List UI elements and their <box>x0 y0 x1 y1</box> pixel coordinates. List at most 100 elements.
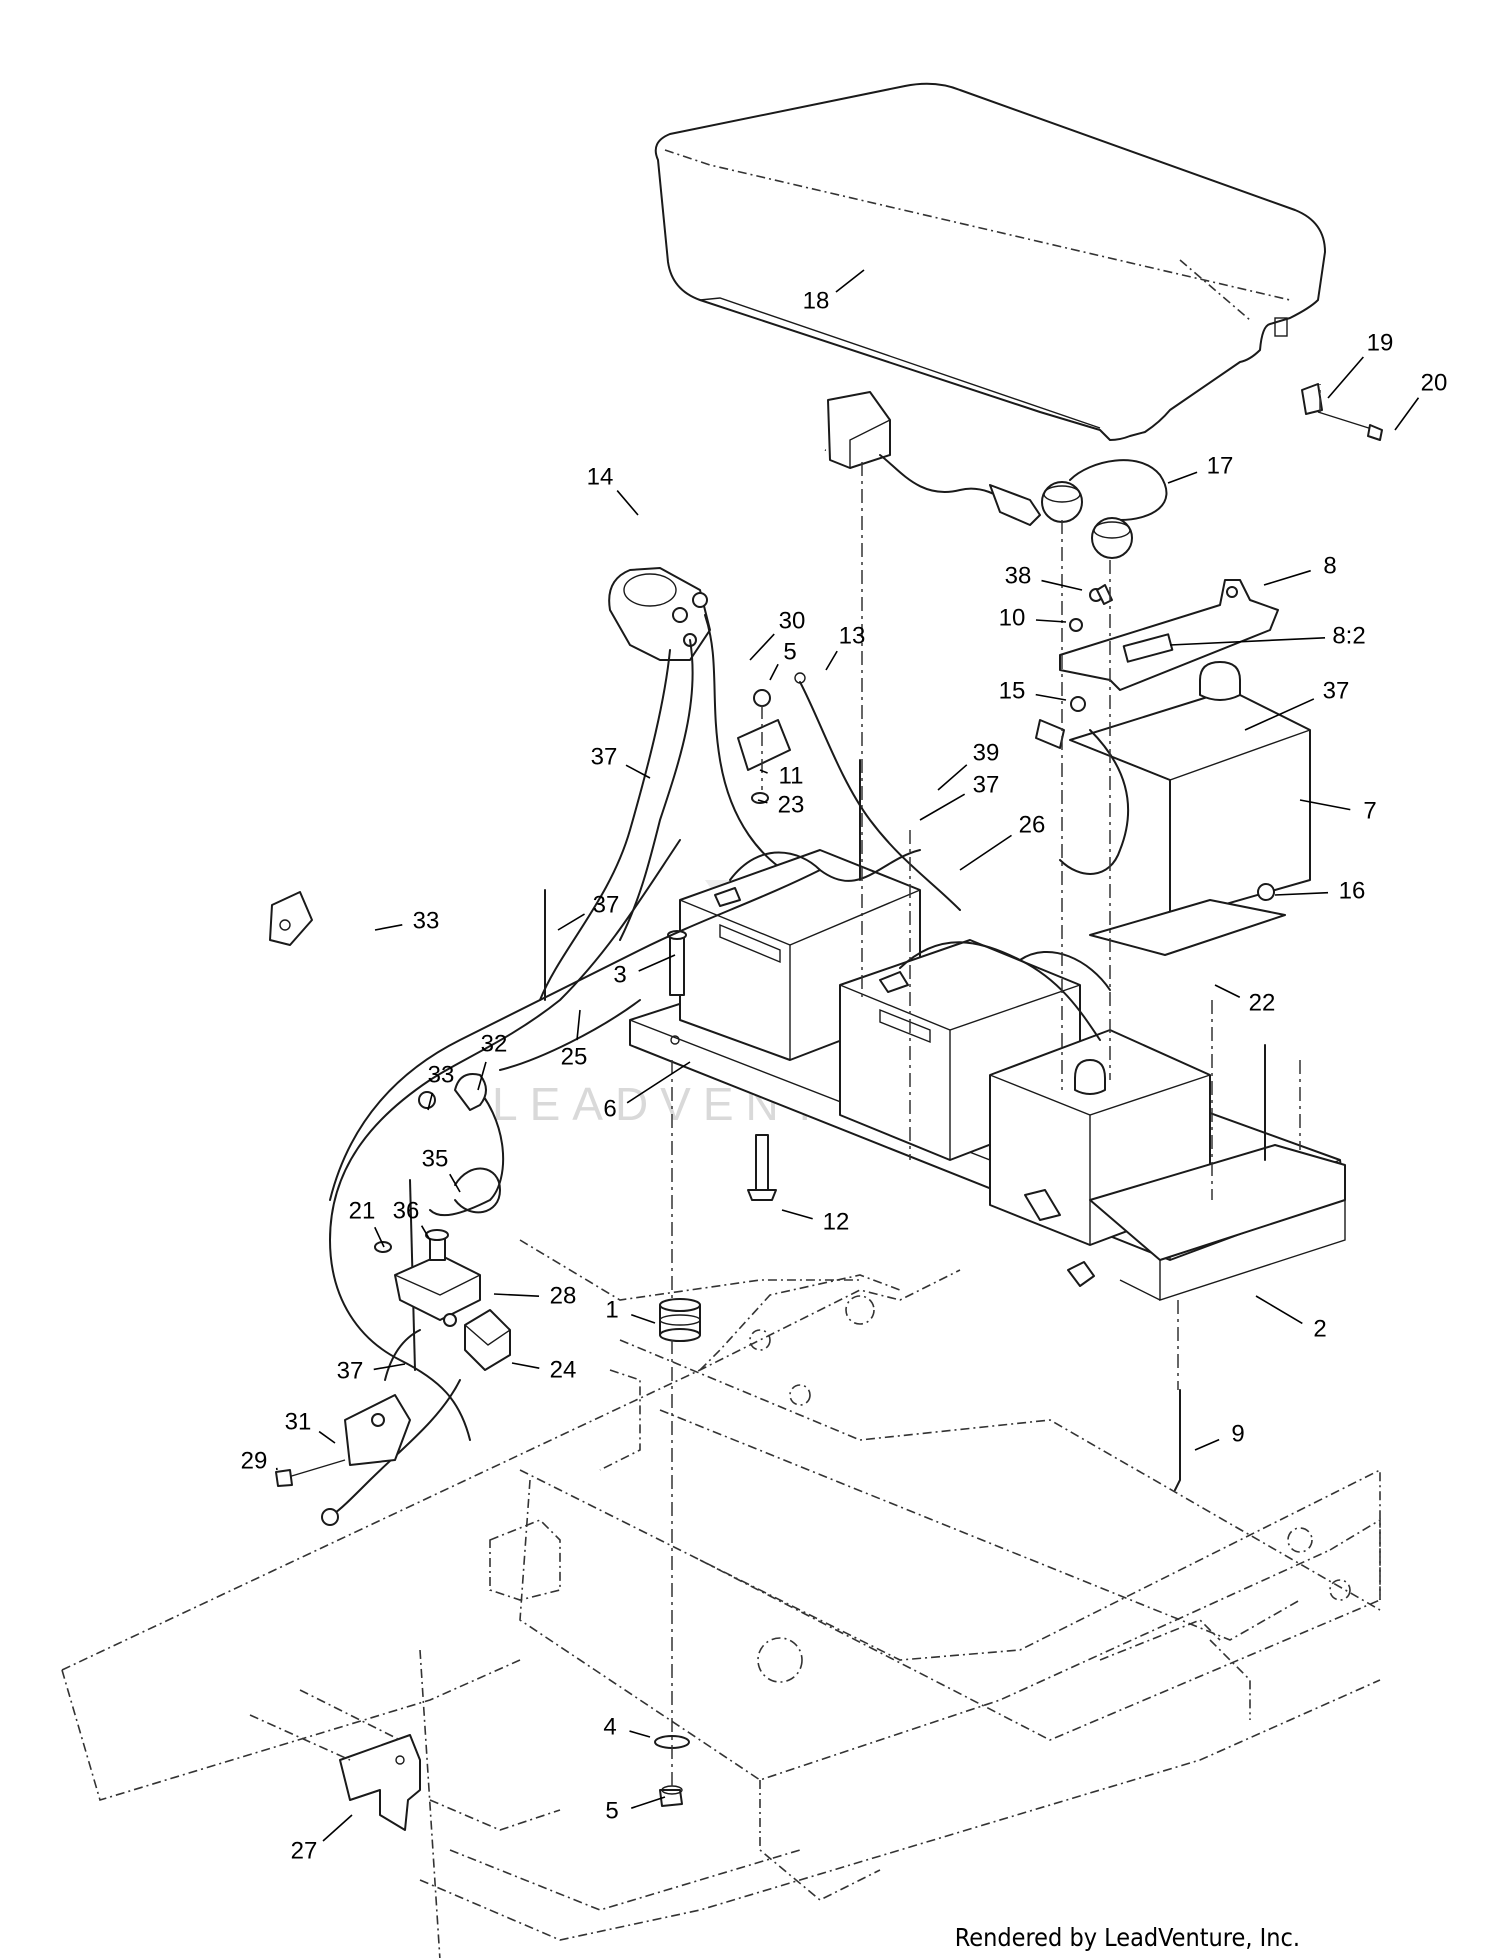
callout-33-22: 33 <box>413 907 440 934</box>
leader-37-13 <box>1244 698 1315 731</box>
callout-15-12: 15 <box>999 677 1026 704</box>
callout-12-31: 12 <box>823 1208 850 1235</box>
callout-35-30: 35 <box>422 1145 449 1172</box>
callout-20-2: 20 <box>1421 369 1448 396</box>
leader-37-17 <box>919 793 966 821</box>
bracket-11 <box>737 689 791 804</box>
mount-plate-2 <box>667 930 1346 1491</box>
callout-16-23: 16 <box>1339 877 1366 904</box>
leader-23-18 <box>757 799 768 804</box>
callout-33-28: 33 <box>428 1061 455 1088</box>
hold-down-bracket <box>1059 579 1279 712</box>
leader-18-0 <box>835 269 865 293</box>
leader-36-33 <box>420 1225 431 1241</box>
clip-screw <box>1301 383 1383 441</box>
callout-3-24: 3 <box>613 961 626 988</box>
callout-9-39: 9 <box>1231 1420 1244 1447</box>
leader-28-34 <box>493 1293 540 1298</box>
callout-37-21: 37 <box>593 891 620 918</box>
callout-19-1: 19 <box>1367 329 1394 356</box>
leader-33-22 <box>374 924 403 931</box>
callout-22-26: 22 <box>1249 989 1276 1016</box>
battery-mat-22 <box>1089 899 1286 956</box>
leader-19-1 <box>1327 356 1364 399</box>
callout-23-18: 23 <box>778 791 805 818</box>
callout-28-34: 28 <box>550 1282 577 1309</box>
leader-37-21 <box>557 913 585 931</box>
leader-9-39 <box>1194 1438 1220 1451</box>
battery-7 <box>1035 661 1311 921</box>
leader-38-5 <box>1041 579 1083 591</box>
callout-leaders <box>275 269 1420 1842</box>
callout-11-15: 11 <box>779 762 804 789</box>
callout-36-33: 36 <box>393 1197 420 1224</box>
callout-32-27: 32 <box>481 1030 508 1057</box>
callout-27-44: 27 <box>291 1837 318 1864</box>
callout-14-3: 14 <box>587 463 614 490</box>
callout-13-10: 13 <box>839 622 866 649</box>
leader-8-6 <box>1263 569 1311 586</box>
wire-harness <box>269 391 1041 946</box>
leader-32-27 <box>477 1061 487 1091</box>
callout-17-4: 17 <box>1207 452 1234 479</box>
callout-8-6: 8 <box>1323 552 1336 579</box>
callout-5-43: 5 <box>605 1797 618 1824</box>
leader-24-37 <box>511 1362 540 1369</box>
leader-14-3 <box>616 490 639 516</box>
leader-17-4 <box>1167 471 1198 484</box>
leader-30-8 <box>749 633 775 661</box>
callout-7-20: 7 <box>1363 797 1376 824</box>
leader-39-16 <box>937 764 968 791</box>
leader-8-2-11 <box>1169 637 1326 646</box>
callout-24-37: 24 <box>550 1356 577 1383</box>
leader-37-38 <box>373 1363 406 1371</box>
leader-5-9 <box>769 663 779 681</box>
leader-5-43 <box>630 1796 666 1809</box>
callout-6-29: 6 <box>603 1095 616 1122</box>
leader-7-20 <box>1299 799 1351 811</box>
leader-22-26 <box>1214 984 1241 998</box>
callout-5-9: 5 <box>783 638 796 665</box>
leader-35-30 <box>449 1173 461 1193</box>
leader-20-2 <box>1394 397 1420 431</box>
callout-1-36: 1 <box>605 1296 618 1323</box>
leader-1-36 <box>631 1314 656 1324</box>
callout-10-7: 10 <box>999 604 1026 631</box>
leader-12-31 <box>781 1209 813 1220</box>
callout-29-41: 29 <box>241 1447 268 1474</box>
callout-30-8: 30 <box>779 607 806 634</box>
leader-21-32 <box>374 1226 385 1248</box>
callout-39-16: 39 <box>973 739 1000 766</box>
callout-38-5: 38 <box>1005 562 1032 589</box>
leader-26-19 <box>959 834 1012 871</box>
leader-11-15 <box>759 769 768 774</box>
cable-17 <box>1041 459 1168 559</box>
callout-2-35: 2 <box>1313 1315 1326 1342</box>
callout-26-19: 26 <box>1019 811 1046 838</box>
leader-6-29 <box>626 1061 691 1104</box>
leader-10-7 <box>1035 619 1067 623</box>
leader-27-44 <box>322 1814 353 1842</box>
lower-cables <box>275 839 821 1526</box>
leader-16-23 <box>1274 891 1329 896</box>
solenoid <box>539 567 801 1001</box>
washer-nut <box>654 1735 690 1807</box>
leader-4-42 <box>629 1730 651 1738</box>
callout-37-38: 37 <box>337 1357 364 1384</box>
seat-cover <box>654 82 1326 441</box>
rubber-mount-1 <box>659 1298 701 1342</box>
callout-37-17: 37 <box>973 771 1000 798</box>
leader-13-10 <box>825 650 838 671</box>
callout-4-42: 4 <box>603 1713 616 1740</box>
leader-2-35 <box>1255 1295 1303 1325</box>
chassis-frame <box>61 1239 1381 1958</box>
callout-31-40: 31 <box>285 1408 312 1435</box>
center-lines <box>671 384 1321 1790</box>
bracket-27 <box>249 1689 421 1831</box>
leader-15-12 <box>1035 693 1067 701</box>
callout-37-14: 37 <box>591 743 618 770</box>
callout-37-13: 37 <box>1323 677 1350 704</box>
cable-13 <box>794 672 961 911</box>
